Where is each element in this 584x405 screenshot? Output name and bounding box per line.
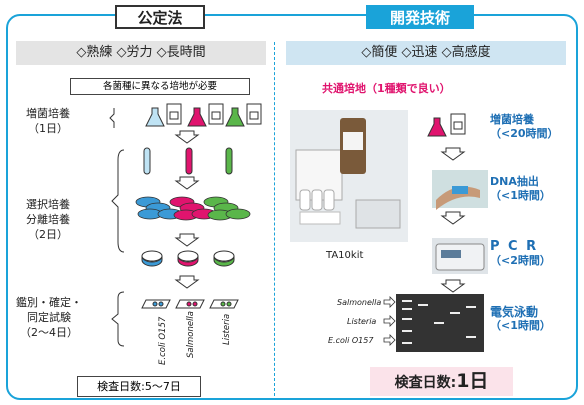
outer-frame [6, 14, 578, 400]
dna-extraction-photo [432, 170, 488, 210]
strain-ecoli-right: E.coli O157 [328, 336, 374, 345]
right-step1: 増菌培養（<20時間） [490, 113, 559, 140]
kit-photo [290, 110, 408, 242]
left-title: 公定法 [115, 5, 205, 29]
left-test-days: 検査日数:5〜7日 [77, 376, 201, 397]
common-medium: 共通培地（1種類で良い） [322, 82, 451, 95]
pcr-machine-photo [432, 238, 488, 274]
strain-salmonella-right: Salmonella [337, 298, 382, 307]
right-test-days: 検査日数:1日 [370, 367, 513, 396]
test-tube-icon [143, 147, 233, 175]
gel-electrophoresis-photo [396, 294, 484, 352]
step1-label: 増菌培養（1日） [26, 107, 70, 135]
flask-icon [145, 103, 262, 127]
left-band: ◇熟練 ◇労力 ◇長時間 [16, 41, 266, 65]
right-step4: 電気泳動（<1時間） [490, 305, 551, 332]
strain-listeria-right: Listeria [347, 317, 377, 326]
step2-label: 選択培養分離培養（2日） [26, 198, 70, 241]
kit-label: TA10kit [326, 250, 364, 261]
right-band: ◇簡便 ◇迅速 ◇高感度 [286, 41, 566, 65]
slide-icon [141, 299, 239, 309]
column-divider [274, 42, 275, 396]
petri-dish-stack-icon [135, 196, 251, 221]
right-step2: DNA抽出（<1時間） [490, 175, 551, 202]
right-step3: P C R（<2時間） [490, 239, 551, 268]
step3-label: 鑑別・確定・同定試験（2〜4日） [16, 296, 82, 339]
right-title: 開発技術 [366, 5, 474, 29]
flask-icon [427, 117, 447, 137]
media-note: 各菌種に異なる培地が必要 [70, 78, 250, 95]
petri-dish-icon [141, 250, 235, 267]
